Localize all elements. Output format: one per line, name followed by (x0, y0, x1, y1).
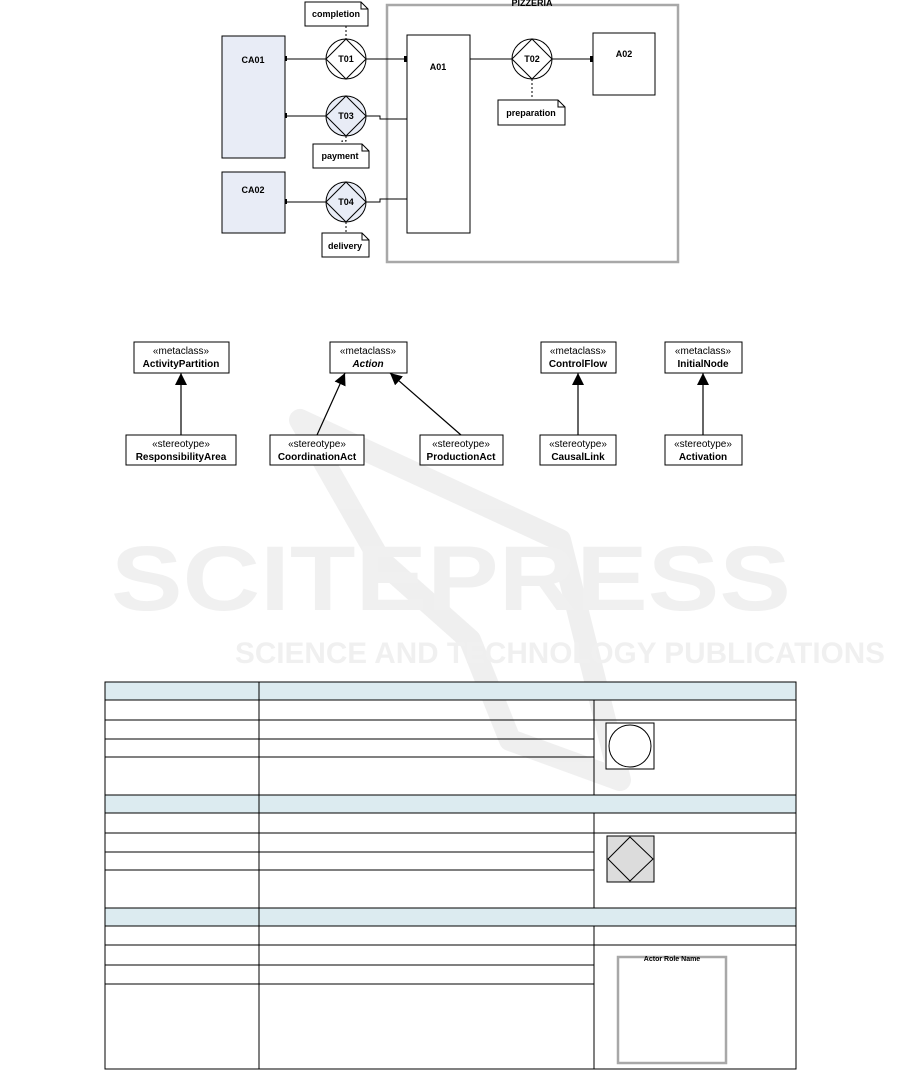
boundary-title: PIZZERIA (511, 0, 553, 8)
coordination-act-symbol (605, 722, 655, 770)
transaction-t01-label: T01 (338, 54, 354, 64)
svg-text:«stereotype»: «stereotype» (288, 439, 346, 450)
transaction-t03: T03 (325, 95, 367, 137)
watermark-logo (289, 409, 631, 791)
svg-text:CausalLink: CausalLink (551, 452, 605, 463)
note-payment: payment (312, 143, 370, 169)
svg-text:InitialNode: InitialNode (677, 359, 729, 370)
stereotype-coordinationact: «stereotype» CoordinationAct (269, 434, 365, 466)
responsibility-area-symbol: Actor Role Name (616, 955, 728, 1065)
table-header-1 (105, 682, 796, 700)
transaction-t02: T02 (511, 38, 553, 80)
svg-text:completion: completion (312, 9, 360, 19)
svg-text:payment: payment (321, 151, 358, 161)
svg-text:«stereotype»: «stereotype» (674, 439, 732, 450)
actor-role-name-label: Actor Role Name (644, 956, 701, 963)
actor-ca02 (221, 171, 286, 234)
svg-text:ProductionAct: ProductionAct (427, 452, 497, 463)
pizzeria-boundary (385, 3, 680, 264)
stereotype-productionact: «stereotype» ProductionAct (419, 434, 504, 466)
watermark-subtitle: SCIENCE AND TECHNOLOGY PUBLICATIONS (235, 637, 885, 670)
watermark: SCITEPRESS SCIENCE AND TECHNOLOGY PUBLIC… (111, 409, 885, 791)
svg-text:«metaclass»: «metaclass» (340, 346, 397, 357)
table-grid (104, 681, 797, 1070)
actor-ca01-label: CA01 (241, 55, 264, 65)
actor-a02 (592, 32, 656, 96)
metaclass-controlflow: «metaclass» ControlFlow (540, 341, 617, 374)
actor-a01 (406, 34, 471, 234)
svg-text:ResponsibilityArea: ResponsibilityArea (136, 452, 227, 463)
svg-text:«stereotype»: «stereotype» (432, 439, 490, 450)
svg-text:CoordinationAct: CoordinationAct (278, 452, 357, 463)
stereotype-causallink: «stereotype» CausalLink (539, 434, 617, 466)
svg-text:«metaclass»: «metaclass» (550, 346, 607, 357)
metaclass-activitypartition: «metaclass» ActivityPartition (133, 341, 230, 374)
transaction-t04: T04 (325, 181, 367, 223)
svg-text:Action: Action (351, 359, 383, 370)
metaclass-initialnode: «metaclass» InitialNode (664, 341, 743, 374)
note-preparation: preparation (497, 99, 566, 126)
transaction-t04-label: T04 (338, 197, 354, 207)
table-header-2 (105, 795, 796, 813)
actor-ca01 (221, 35, 286, 159)
svg-text:«stereotype»: «stereotype» (152, 439, 210, 450)
table-header-3 (105, 908, 796, 926)
transaction-t01: T01 (325, 38, 367, 80)
svg-text:preparation: preparation (506, 108, 556, 118)
actor-a02-label: A02 (616, 49, 633, 59)
generalization-arrows (175, 372, 709, 436)
svg-text:«metaclass»: «metaclass» (153, 346, 210, 357)
profile-diagram: «metaclass» ActivityPartition «metaclass… (125, 341, 743, 466)
actor-a01-label: A01 (430, 62, 447, 72)
svg-text:Activation: Activation (679, 452, 727, 463)
actor-ca02-label: CA02 (241, 185, 264, 195)
stereotype-activation: «stereotype» Activation (664, 434, 743, 466)
stereotype-table: Actor Role Name (104, 681, 797, 1070)
pizzeria-diagram: PIZZERIA CA01 CA02 A01 (221, 0, 680, 264)
production-act-symbol (606, 835, 655, 883)
stereotype-responsibilityarea: «stereotype» ResponsibilityArea (125, 434, 237, 466)
note-delivery: delivery (321, 232, 370, 258)
svg-text:«stereotype»: «stereotype» (549, 439, 607, 450)
svg-text:delivery: delivery (328, 241, 362, 251)
transaction-t03-label: T03 (338, 111, 354, 121)
transaction-t02-label: T02 (524, 54, 540, 64)
metaclass-action: «metaclass» Action (329, 341, 408, 374)
svg-text:«metaclass»: «metaclass» (675, 346, 732, 357)
svg-text:ControlFlow: ControlFlow (549, 359, 608, 370)
note-completion: completion (304, 1, 369, 27)
svg-text:ActivityPartition: ActivityPartition (143, 359, 220, 370)
connectors (285, 26, 593, 233)
watermark-title: SCITEPRESS (111, 528, 791, 630)
